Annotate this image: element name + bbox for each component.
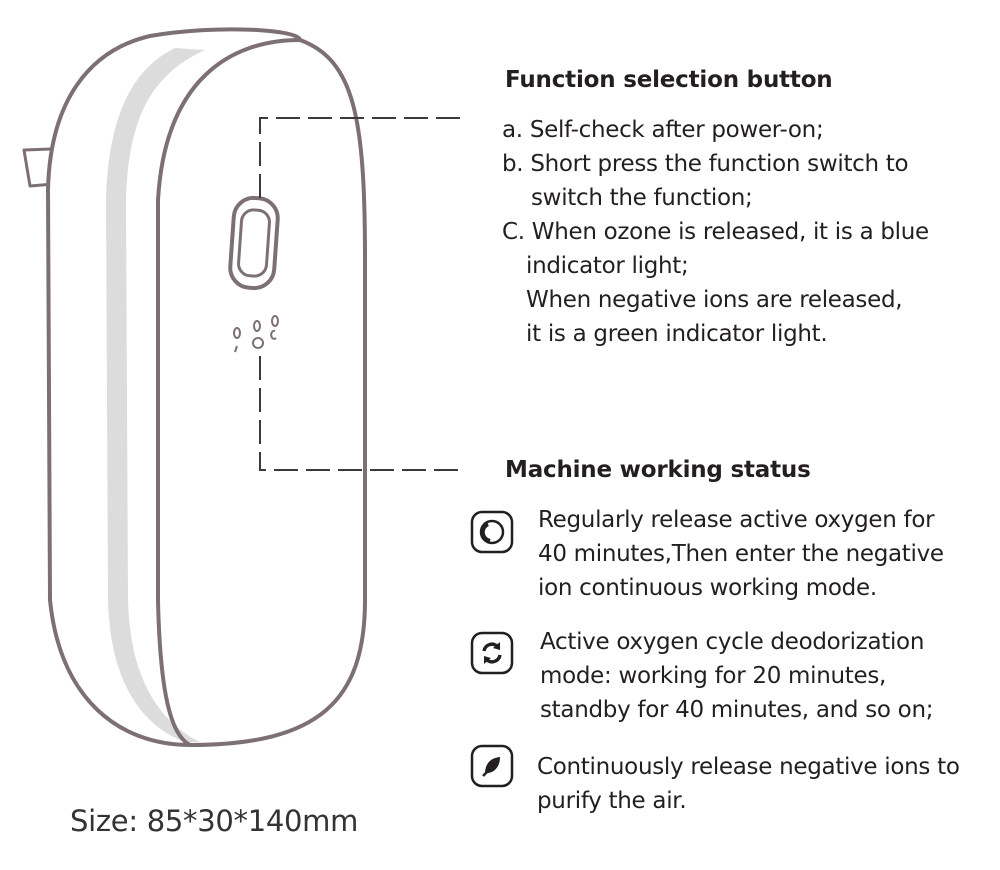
mode-2-line: Active oxygen cycle deodorization [540,629,925,655]
description-line: C. When ozone is released, it is a blue [502,219,929,245]
function-button-heading: Function selection button [505,67,833,93]
side-band [106,48,205,742]
description-line: b. Short press the function switch to [502,151,909,177]
description-line: When negative ions are released, [526,287,903,313]
device-front-face [156,38,301,747]
working-status-heading: Machine working status [505,457,811,483]
leaf-icon [470,744,514,788]
cycle-arrows-icon [470,631,514,675]
mode-3-line: purify the air. [537,788,687,814]
mode-1-line: 40 minutes,Then enter the negative [538,541,944,567]
description-line: switch the function; [531,185,753,211]
mode-2-line: standby for 40 minutes, and so on; [540,697,934,723]
mode-3-line: Continuously release negative ions to [537,754,960,780]
size-label: Size: 85*30*140mm [70,804,359,838]
device-body-outline [45,27,367,748]
description-line: it is a green indicator light. [526,321,828,347]
mode-1-line: ion continuous working mode. [538,575,877,601]
function-button [228,195,280,291]
description-line: a. Self-check after power-on; [502,117,824,143]
description-line: indicator light; [526,253,689,279]
active-oxygen-timer-icon [470,510,514,554]
mode-2-line: mode: working for 20 minutes, [540,663,887,689]
mode-1-line: Regularly release active oxygen for [538,507,935,533]
leader-lines [259,117,462,471]
device-illustration [22,27,462,748]
indicator-lights [233,315,279,353]
